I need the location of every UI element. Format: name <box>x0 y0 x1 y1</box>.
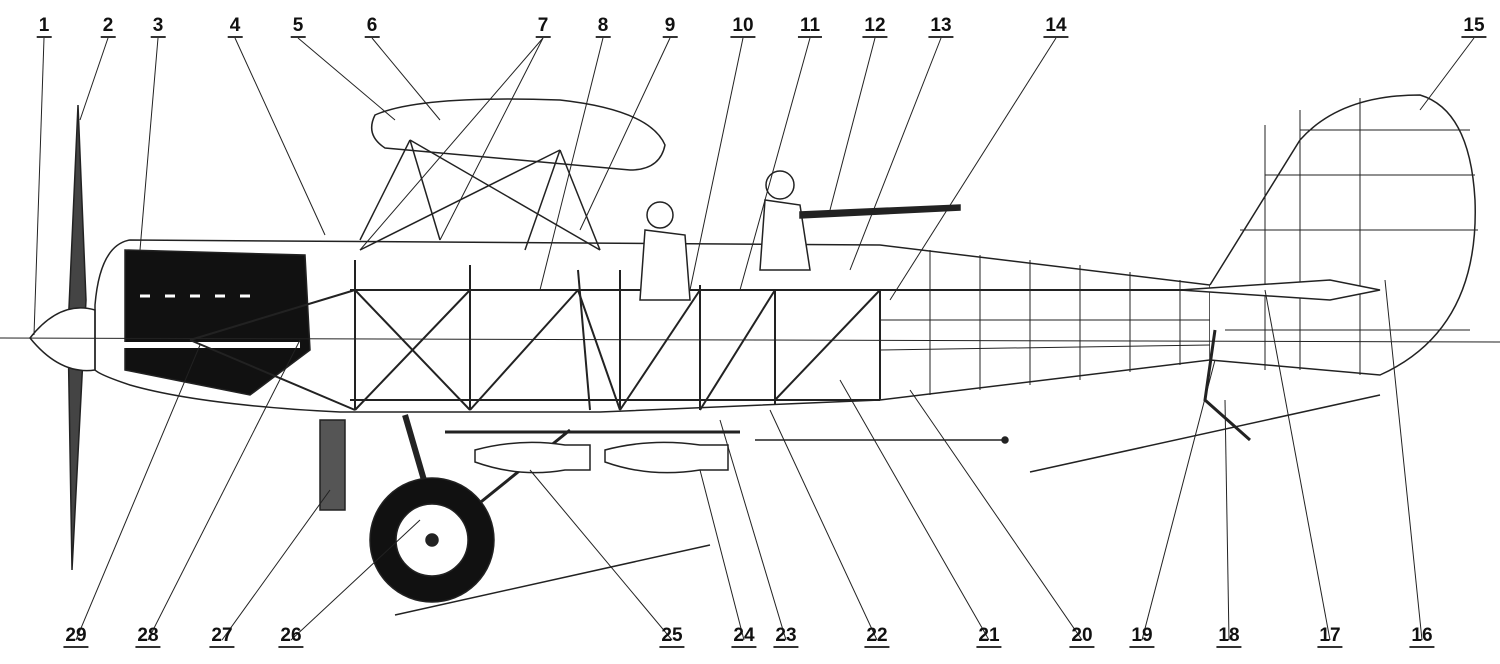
upper-wing <box>370 98 666 171</box>
callout-16: 16 <box>1409 625 1435 648</box>
engine-block <box>124 249 311 396</box>
callout-29: 29 <box>63 625 89 648</box>
fuselage-outline <box>94 239 1211 413</box>
callout-18: 18 <box>1216 625 1242 648</box>
bomb-1 <box>474 441 591 474</box>
callout-8: 8 <box>595 15 611 38</box>
callout-22: 22 <box>864 625 890 648</box>
callout-1: 1 <box>36 15 52 38</box>
machine-gun <box>799 204 961 219</box>
callout-27: 27 <box>209 625 235 648</box>
callout-24: 24 <box>731 625 757 648</box>
callout-5: 5 <box>290 15 306 38</box>
spinner <box>29 307 96 372</box>
callout-15: 15 <box>1461 15 1487 38</box>
callout-20: 20 <box>1069 625 1095 648</box>
gunner-head <box>765 170 795 200</box>
callout-26: 26 <box>278 625 304 648</box>
callout-23: 23 <box>773 625 799 648</box>
radiator <box>319 419 346 511</box>
callout-21: 21 <box>976 625 1002 648</box>
callout-3: 3 <box>150 15 166 38</box>
callout-19: 19 <box>1129 625 1155 648</box>
callout-12: 12 <box>862 15 888 38</box>
callout-25: 25 <box>659 625 685 648</box>
tail-fin <box>1209 94 1476 376</box>
callout-17: 17 <box>1317 625 1343 648</box>
callout-2: 2 <box>100 15 116 38</box>
stabilizer <box>1179 279 1381 301</box>
callout-14: 14 <box>1043 15 1069 38</box>
pilot-head <box>646 201 674 229</box>
callout-11: 11 <box>797 15 823 38</box>
callout-13: 13 <box>928 15 954 38</box>
callout-9: 9 <box>662 15 678 38</box>
callout-7: 7 <box>535 15 551 38</box>
callout-28: 28 <box>135 625 161 648</box>
callout-10: 10 <box>730 15 756 38</box>
bomb-2 <box>604 441 729 474</box>
callout-6: 6 <box>364 15 380 38</box>
callout-4: 4 <box>227 15 243 38</box>
